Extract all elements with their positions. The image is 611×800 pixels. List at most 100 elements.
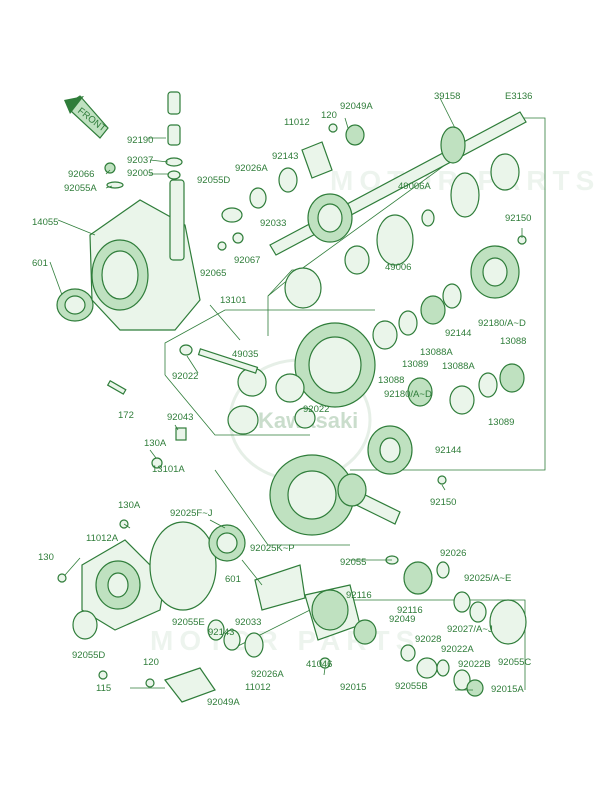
part-number-13101A: 13101A <box>152 464 185 475</box>
part-number-92025FJ: 92025F~J <box>170 508 213 519</box>
yoke-lower <box>367 425 447 485</box>
front-arrow-icon: FRONT <box>64 95 109 139</box>
oring-92055D <box>221 207 243 223</box>
bearing-601-lower <box>208 524 246 562</box>
gasket-92025KP <box>254 564 306 611</box>
part-number-92067: 92067 <box>234 255 260 266</box>
ring-49006A <box>344 245 370 275</box>
part-number-92037: 92037 <box>127 155 153 166</box>
part-number-130Aa: 130A <box>144 438 167 449</box>
bolt-172 <box>106 379 127 395</box>
part-number-13088Ab: 13088A <box>442 361 475 372</box>
part-number-92026Ab: 92026A <box>251 669 284 680</box>
part-number-13089b: 13089 <box>488 417 514 428</box>
part-number-39158: 39158 <box>434 91 460 102</box>
yoke-92150 <box>470 235 527 299</box>
part-number-92143: 92143 <box>272 151 298 162</box>
part-number-13089a: 13089 <box>402 359 428 370</box>
part-number-92026: 92026 <box>440 548 466 559</box>
shim-stack-lower <box>407 363 525 415</box>
part-number-92055D: 92055D <box>197 175 230 186</box>
part-number-92065: 92065 <box>200 268 226 279</box>
part-number-92190: 92190 <box>127 135 153 146</box>
part-number-13101: 13101 <box>220 295 246 306</box>
part-number-92055E: 92055E <box>172 617 205 628</box>
part-number-92049A: 92049A <box>340 101 373 112</box>
part-number-601b: 601 <box>225 574 241 585</box>
boot-49006 <box>376 153 520 266</box>
bolt-92067 <box>232 232 244 244</box>
part-number-92150a: 92150 <box>505 213 531 224</box>
part-number-92116a: 92116 <box>346 590 372 601</box>
drive-pinion <box>337 473 401 525</box>
diagram-code: E3136 <box>505 91 532 102</box>
seal-assembly-lower <box>319 555 527 697</box>
differential-case <box>294 322 376 408</box>
part-number-92027AJ: 92027/A~J <box>447 624 493 635</box>
bolt-92065 <box>217 241 227 251</box>
part-number-92033: 92033 <box>260 218 286 229</box>
part-number-11012: 11012 <box>284 117 310 128</box>
part-number-92055A: 92055A <box>64 183 97 194</box>
front-housing <box>89 179 201 331</box>
part-number-120b: 120 <box>143 657 159 668</box>
part-number-92022b: 92022 <box>303 404 329 415</box>
part-number-92055B: 92055B <box>395 681 428 692</box>
diff-frame-lower <box>164 374 310 436</box>
part-number-92049: 92049 <box>389 614 415 625</box>
part-number-92144a: 92144 <box>445 328 471 339</box>
bearing-601 <box>56 288 94 322</box>
diff-frame <box>164 309 375 375</box>
joint-cup <box>307 193 353 243</box>
pin-92043 <box>175 427 187 441</box>
part-number-11012A: 11012A <box>86 533 119 544</box>
part-number-13088a: 13088 <box>378 375 404 386</box>
part-number-92066: 92066 <box>68 169 94 180</box>
part-number-92015A: 92015A <box>491 684 524 695</box>
gear-13101 <box>227 405 259 435</box>
part-number-92180ad_a: 92180/A~D <box>478 318 526 329</box>
part-number-601a: 601 <box>32 258 48 269</box>
shim-stack-upper <box>372 283 462 350</box>
part-number-49006A: 49006A <box>398 181 431 192</box>
part-number-120a: 120 <box>321 110 337 121</box>
part-number-14055: 14055 <box>32 217 58 228</box>
part-number-92005: 92005 <box>127 168 153 179</box>
part-number-92049Ab: 92049A <box>207 697 240 708</box>
washer-92022 <box>179 344 193 356</box>
part-number-41046: 41046 <box>306 659 332 670</box>
part-number-92015: 92015 <box>340 682 366 693</box>
cup-upper <box>284 267 322 309</box>
part-number-92055Db: 92055D <box>72 650 105 661</box>
part-number-115: 115 <box>96 683 111 694</box>
seal-11012-upper <box>249 123 365 209</box>
part-number-49035: 49035 <box>232 349 258 360</box>
part-number-13088Aa: 13088A <box>420 347 453 358</box>
part-number-92022a: 92022 <box>172 371 198 382</box>
part-number-130Ab: 130A <box>118 500 141 511</box>
plug-92066 <box>104 162 116 174</box>
rear-frame <box>229 599 526 690</box>
breather-pipe <box>165 91 183 180</box>
oring-92055D-lower <box>72 610 98 640</box>
part-number-92180ad_b: 92180/A~D <box>384 389 432 400</box>
part-number-92028: 92028 <box>415 634 441 645</box>
part-number-130: 130 <box>38 552 54 563</box>
leader-lines <box>49 97 523 691</box>
flange-41046 <box>304 584 361 641</box>
clamp <box>421 209 435 227</box>
seal-11012-lower <box>98 619 264 703</box>
bolt-130 <box>57 573 67 583</box>
part-number-172: 172 <box>118 410 134 421</box>
part-number-92043: 92043 <box>167 412 193 423</box>
callout-labels: 92190 92037 92005 92066 92055A 14055 601 92055D… <box>32 91 531 708</box>
part-number-11012b: 11012 <box>245 682 271 693</box>
part-number-92033b: 92033 <box>235 617 261 628</box>
oring-92055E <box>149 521 217 611</box>
watermark-text: MOTOR PARTS <box>150 625 420 656</box>
part-number-92143b: 92143 <box>208 627 234 638</box>
part-number-49006: 49006 <box>385 262 411 273</box>
part-number-92022A: 92022A <box>441 644 474 655</box>
pinion-gears <box>197 348 316 429</box>
